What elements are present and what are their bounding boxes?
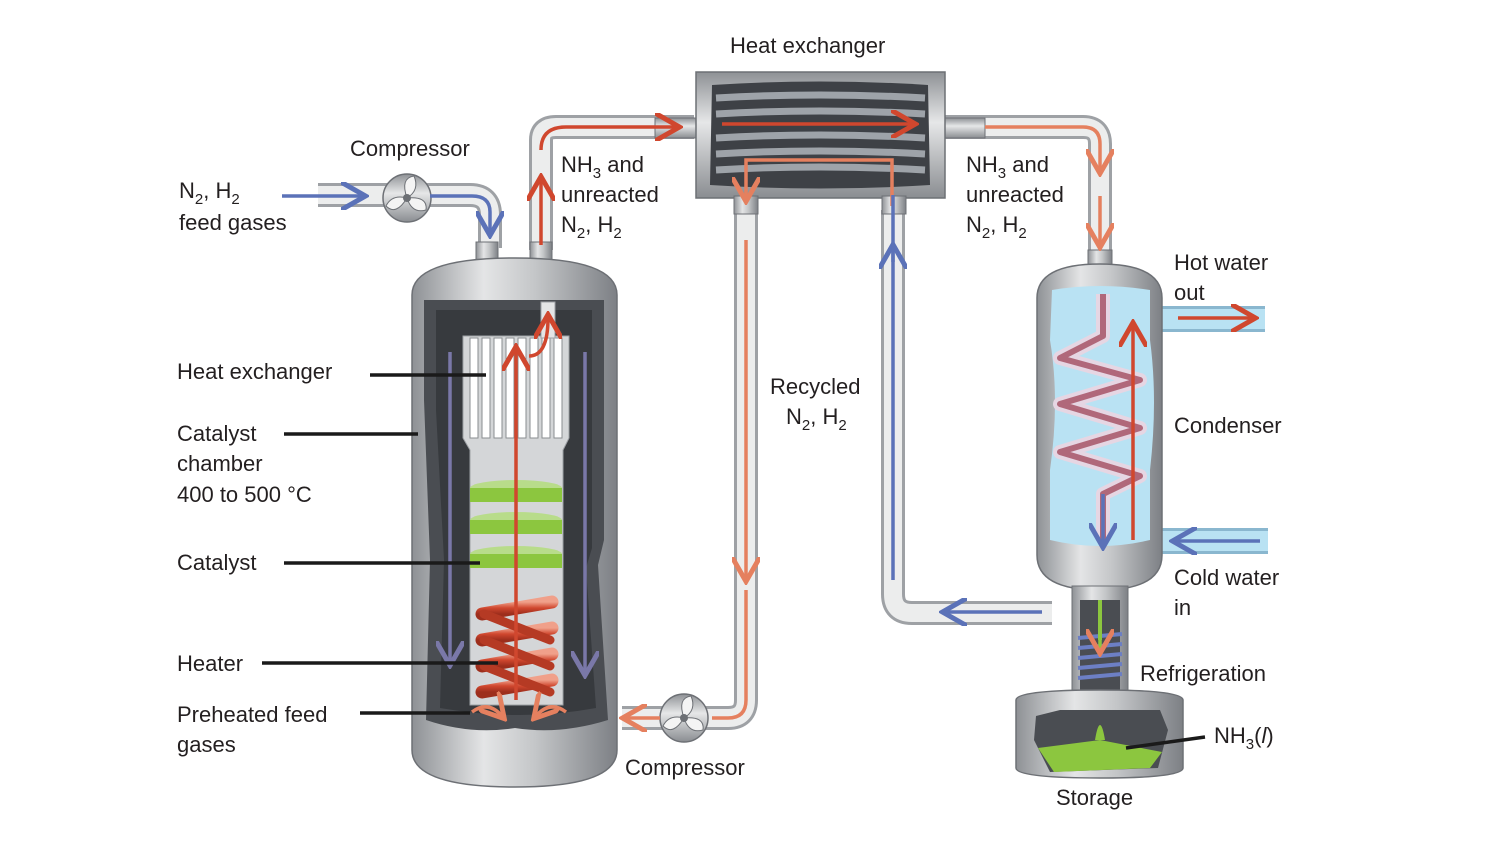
compressor-icon [382, 173, 432, 223]
catalyst-chamber-label-line2: chamber [177, 451, 263, 476]
labels: Heat exchanger Compressor Compressor N2,… [177, 33, 1282, 810]
heater-label: Heater [177, 651, 243, 676]
hot-water-label-line2: out [1174, 280, 1205, 305]
nh3-left-label-line2: unreacted [561, 182, 659, 207]
storage-label: Storage [1056, 785, 1133, 810]
preheated-label-line1: Preheated feed [177, 702, 327, 727]
feed-gases-label-line1: N2, H2 [179, 178, 240, 208]
compressor-icon [659, 693, 709, 743]
leader-lines [262, 373, 1206, 750]
flow-arrows [282, 124, 1260, 718]
catalyst-label: Catalyst [177, 550, 256, 575]
cold-water-label-line2: in [1174, 595, 1191, 620]
hot-water-label-line1: Hot water [1174, 250, 1268, 275]
condenser-label: Condenser [1174, 413, 1282, 438]
catalyst-chamber-label-line1: Catalyst [177, 421, 256, 446]
recycled-label-line1: Recycled [770, 374, 860, 399]
reactor-heat-exchanger-label: Heat exchanger [177, 359, 332, 384]
recycled-label-line2: N2, H2 [786, 404, 847, 434]
compressor-bottom-label: Compressor [625, 755, 745, 780]
catalyst-chamber-label-line3: 400 to 500 °C [177, 482, 312, 507]
storage-tank [1015, 689, 1184, 779]
nh3-right-label-line1: NH3 and [966, 152, 1049, 182]
preheated-label-line2: gases [177, 732, 236, 757]
nh3-liquid-label: NH3(l) [1214, 723, 1274, 753]
top-heat-exchanger [654, 71, 986, 215]
feed-gases-label-line2: feed gases [179, 210, 287, 235]
nh3-right-label-line3: N2, H2 [966, 212, 1027, 242]
heat-exchanger-top-label: Heat exchanger [730, 33, 885, 58]
compressor-top-label: Compressor [350, 136, 470, 161]
cold-water-label-line1: Cold water [1174, 565, 1279, 590]
nh3-right-label-line2: unreacted [966, 182, 1064, 207]
nh3-left-label-line1: NH3 and [561, 152, 644, 182]
condenser-coil-icon [1053, 294, 1147, 540]
refrigeration-label: Refrigeration [1140, 661, 1266, 686]
nh3-left-label-line3: N2, H2 [561, 212, 622, 242]
